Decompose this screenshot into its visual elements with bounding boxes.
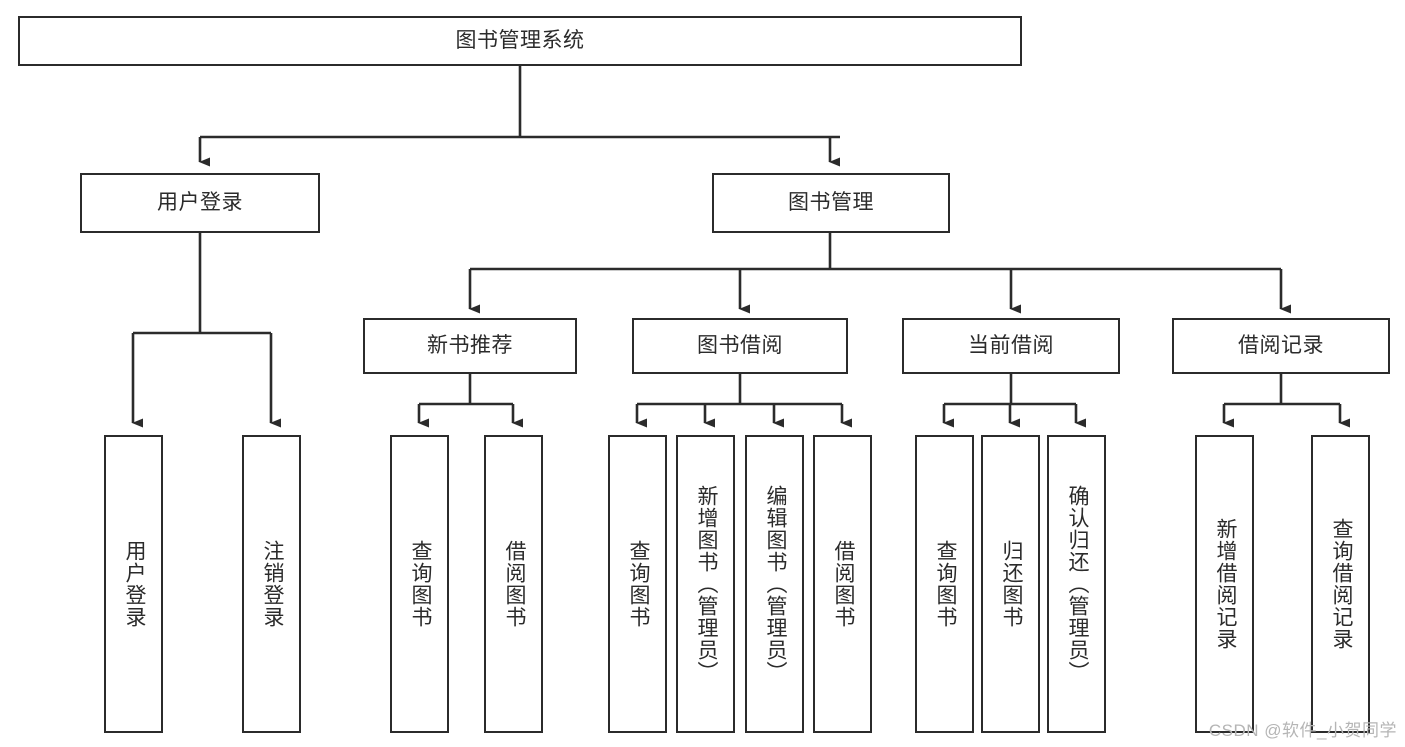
- node-user-login-label: 用户登录: [157, 191, 243, 215]
- leaf-confirm-return[interactable]: 确认归还（管理员）: [1047, 435, 1106, 733]
- leaf-query-book-2-label: 查询图书: [626, 540, 650, 628]
- leaf-confirm-return-label: 确认归还（管理员）: [1065, 485, 1089, 683]
- leaf-edit-book[interactable]: 编辑图书（管理员）: [745, 435, 804, 733]
- node-book-borrow[interactable]: 图书借阅: [632, 318, 848, 374]
- node-new-book-rec-label: 新书推荐: [427, 334, 513, 358]
- node-book-borrow-label: 图书借阅: [697, 334, 783, 358]
- leaf-return-book-label: 归还图书: [999, 540, 1023, 628]
- leaf-logout-label: 注销登录: [260, 540, 284, 628]
- node-root-label: 图书管理系统: [455, 29, 585, 53]
- leaf-borrow-book-2-label: 借阅图书: [831, 540, 855, 628]
- leaf-user-login[interactable]: 用户登录: [104, 435, 163, 733]
- leaf-query-record[interactable]: 查询借阅记录: [1311, 435, 1370, 733]
- node-current-borrow[interactable]: 当前借阅: [902, 318, 1120, 374]
- leaf-borrow-book-1[interactable]: 借阅图书: [484, 435, 543, 733]
- node-book-manage-label: 图书管理: [788, 191, 874, 215]
- leaf-borrow-book-1-label: 借阅图书: [502, 540, 526, 628]
- node-current-borrow-label: 当前借阅: [968, 334, 1054, 358]
- leaf-return-book[interactable]: 归还图书: [981, 435, 1040, 733]
- node-root[interactable]: 图书管理系统: [18, 16, 1022, 66]
- node-new-book-rec[interactable]: 新书推荐: [363, 318, 577, 374]
- node-borrow-record-label: 借阅记录: [1238, 334, 1324, 358]
- leaf-add-record[interactable]: 新增借阅记录: [1195, 435, 1254, 733]
- leaf-query-book-1[interactable]: 查询图书: [390, 435, 449, 733]
- leaf-query-book-1-label: 查询图书: [408, 540, 432, 628]
- leaf-query-book-3[interactable]: 查询图书: [915, 435, 974, 733]
- node-user-login[interactable]: 用户登录: [80, 173, 320, 233]
- leaf-query-record-label: 查询借阅记录: [1329, 518, 1353, 650]
- leaf-add-book-label: 新增图书（管理员）: [694, 485, 718, 683]
- node-book-manage[interactable]: 图书管理: [712, 173, 950, 233]
- leaf-logout[interactable]: 注销登录: [242, 435, 301, 733]
- leaf-edit-book-label: 编辑图书（管理员）: [763, 485, 787, 683]
- leaf-add-book[interactable]: 新增图书（管理员）: [676, 435, 735, 733]
- leaf-query-book-3-label: 查询图书: [933, 540, 957, 628]
- leaf-add-record-label: 新增借阅记录: [1213, 518, 1237, 650]
- node-borrow-record[interactable]: 借阅记录: [1172, 318, 1390, 374]
- leaf-borrow-book-2[interactable]: 借阅图书: [813, 435, 872, 733]
- leaf-user-login-label: 用户登录: [122, 540, 146, 628]
- csdn-watermark: CSDN @软件_小贺同学: [1208, 721, 1397, 740]
- leaf-query-book-2[interactable]: 查询图书: [608, 435, 667, 733]
